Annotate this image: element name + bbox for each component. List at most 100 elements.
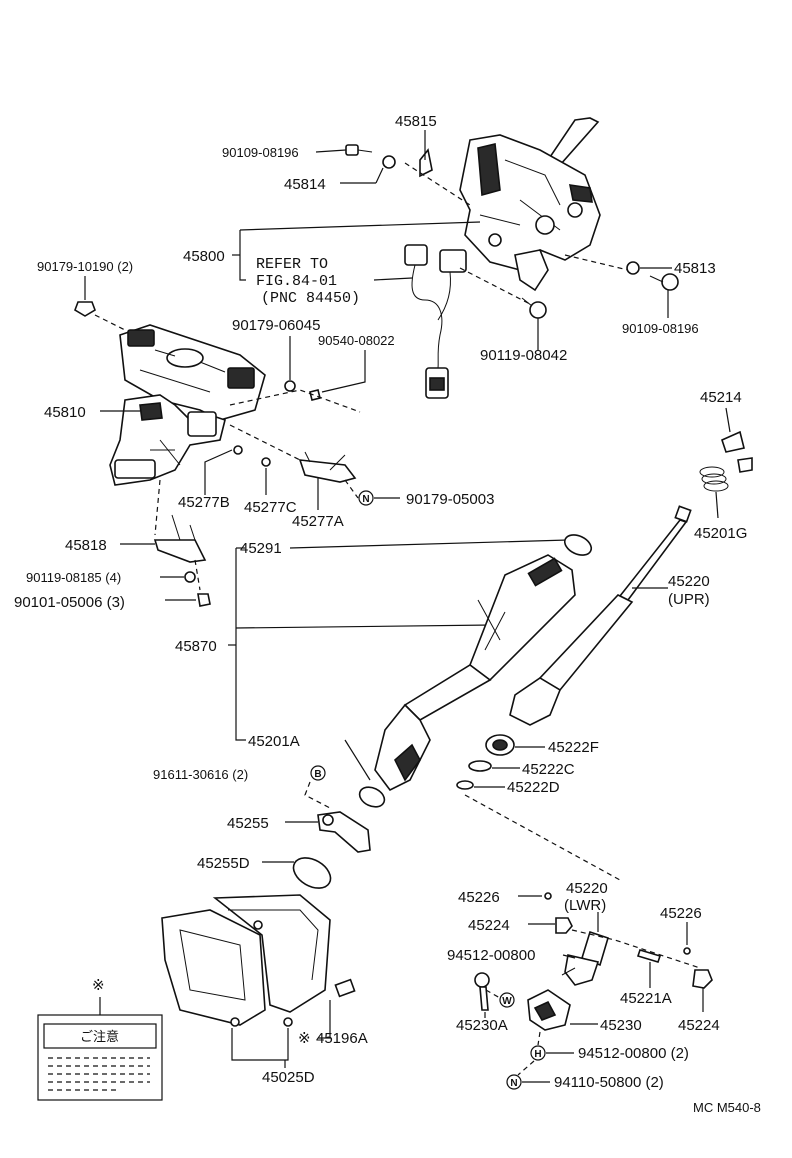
label-45291: 45291 [240, 540, 282, 557]
pin-45226-b [683, 947, 691, 955]
label-45201A: 45201A [248, 733, 300, 750]
label-45810: 45810 [44, 404, 86, 421]
label-45813: 45813 [674, 260, 716, 277]
nut-45814 [382, 155, 396, 169]
label-45222F: 45222F [548, 739, 599, 756]
label-94512-00800-b: 94512-00800 (2) [578, 1045, 689, 1062]
refer-line-3: (PNC 84450) [261, 290, 360, 307]
label-94512-00800-a: 94512-00800 [447, 947, 535, 964]
shaft-upper-45220 [509, 505, 692, 726]
nut-45813 [626, 261, 640, 275]
bolt-45230A [474, 972, 490, 1011]
svg-text:N: N [510, 1078, 517, 1089]
label-45277A: 45277A [292, 513, 344, 530]
label-45870: 45870 [175, 638, 217, 655]
refer-line-2: FIG.84-01 [256, 273, 337, 290]
label-45220-upr-sub: (UPR) [668, 591, 710, 608]
marker-H-94512-00800: H [530, 1045, 546, 1061]
nut-45224-a [555, 917, 573, 934]
nut-90179-06045 [284, 380, 296, 392]
label-45277B: 45277B [178, 494, 230, 511]
ring-45222D [456, 780, 474, 790]
svg-text:W: W [502, 996, 512, 1007]
label-45220-lwr-sub: (LWR) [564, 897, 606, 914]
label-45226-a: 45226 [458, 889, 500, 906]
label-45226-b: 45226 [660, 905, 702, 922]
ring-45201A [358, 786, 386, 808]
label-90109-08196-b: 90109-08196 [622, 321, 699, 336]
nut-45224-b [692, 969, 713, 989]
caution-label-panel: ご注意 [37, 1014, 163, 1101]
clip-45277C [261, 457, 271, 467]
label-45230: 45230 [600, 1017, 642, 1034]
screw-90109-08196-b [649, 273, 679, 291]
label-90179-10190: 90179-10190 (2) [37, 259, 133, 274]
svg-text:N: N [362, 494, 369, 505]
label-45224-a: 45224 [468, 917, 510, 934]
ring-45291 [563, 534, 593, 556]
svg-text:B: B [314, 769, 321, 780]
label-45222D: 45222D [507, 779, 560, 796]
label-90119-08185: 90119-08185 (4) [26, 570, 121, 585]
label-45255: 45255 [227, 815, 269, 832]
pin-45221A [636, 949, 662, 963]
label-90540-08022: 90540-08022 [318, 333, 395, 348]
nut-90179-10190 [74, 301, 96, 317]
refer-line-1: REFER TO [256, 256, 328, 273]
label-45814: 45814 [284, 176, 326, 193]
spring-45201G [699, 466, 729, 492]
label-45255D: 45255D [197, 855, 250, 872]
label-90101-05006: 90101-05006 (3) [14, 594, 125, 611]
label-45196A: 45196A [316, 1030, 368, 1047]
pin-45226-a [544, 892, 552, 900]
wire-harness [404, 244, 467, 399]
shaft-lower-45220 [561, 930, 609, 986]
label-45277C: 45277C [244, 499, 297, 516]
column-tube-45870 [374, 554, 576, 792]
joint-45230 [527, 989, 571, 1031]
ring-45255D [292, 857, 332, 889]
label-90119-08042: 90119-08042 [480, 347, 567, 364]
label-45818: 45818 [65, 537, 107, 554]
label-45220-upr: 45220 [668, 573, 710, 590]
washer-90540-08022 [309, 389, 321, 401]
bolt-90119-08042 [521, 297, 547, 319]
figure-code: MC M540-8 [693, 1100, 761, 1115]
bearing-45222F [485, 734, 515, 756]
column-cover-45025D [161, 894, 331, 1027]
bushing-45214 [721, 430, 745, 453]
label-45201G: 45201G [694, 525, 747, 542]
marker-N-90179-05003: N [358, 490, 374, 506]
label-45025D: 45025D [262, 1069, 315, 1086]
marker-N-94110-50800: N [506, 1074, 522, 1090]
label-45815: 45815 [395, 113, 437, 130]
label-90179-06045: 90179-06045 [232, 317, 320, 334]
label-90179-05003: 90179-05003 [406, 491, 494, 508]
label-45220-lwr: 45220 [566, 880, 608, 897]
label-45224-b: 45224 [678, 1017, 720, 1034]
label-45800: 45800 [183, 248, 225, 265]
clamp-45255 [317, 811, 371, 853]
bolt-90119-08185 [184, 571, 196, 583]
caution-label-text: ご注意 [80, 1029, 119, 1044]
bracket-45818 [153, 514, 207, 563]
label-90109-08196-a: 90109-08196 [222, 145, 299, 160]
svg-text:H: H [534, 1049, 541, 1060]
ring-45222C [468, 760, 492, 772]
label-45222C: 45222C [522, 761, 575, 778]
label-sticker-45196A [334, 978, 356, 998]
column-upper-assembly [459, 117, 601, 292]
note-symbol: ※ [92, 977, 105, 994]
marker-B-91611-30616: B [310, 765, 326, 781]
marker-W: W [499, 992, 515, 1008]
screw-90109-08196-a [345, 144, 373, 156]
clip-45277B [233, 445, 243, 455]
label-45214: 45214 [700, 389, 742, 406]
bolt-90101-05006 [197, 593, 211, 607]
bracket-45277A [298, 451, 357, 483]
part-45815-clip [419, 148, 433, 178]
bracket-45810 [109, 324, 266, 486]
label-45230A: 45230A [456, 1017, 508, 1034]
label-45221A: 45221A [620, 990, 672, 1007]
